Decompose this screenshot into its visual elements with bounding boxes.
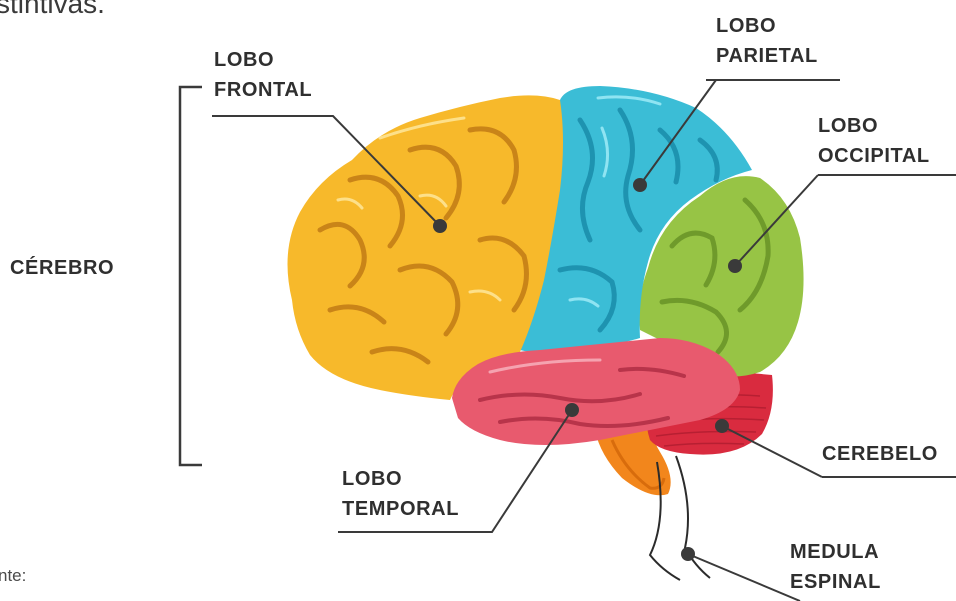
label-cerebelo: CEREBELO [822,439,938,469]
label-lobo-occipital-line2: OCCIPITAL [818,141,930,171]
label-lobo-frontal: LOBO FRONTAL [214,45,312,105]
label-medula-espinal-line1: MEDULA [790,537,881,567]
cerebro-bracket [180,87,202,465]
label-lobo-frontal-line2: FRONTAL [214,75,312,105]
label-lobo-temporal: LOBO TEMPORAL [342,464,459,524]
leader-medula [688,554,800,601]
label-lobo-occipital: LOBO OCCIPITAL [818,111,930,171]
label-lobo-temporal-line1: LOBO [342,464,459,494]
dot-temporal [565,403,579,417]
source-caption-fragment: nte: [0,566,26,586]
label-cerebro: CÉREBRO [10,253,114,283]
label-cerebro-text: CÉREBRO [10,253,114,283]
label-lobo-parietal: LOBO PARIETAL [716,11,818,71]
label-medula-espinal-line2: ESPINAL [790,567,881,597]
spinal-cord-right [676,456,710,578]
dot-occipital [728,259,742,273]
label-cerebelo-text: CEREBELO [822,439,938,469]
dot-parietal [633,178,647,192]
label-lobo-parietal-line2: PARIETAL [716,41,818,71]
dot-frontal [433,219,447,233]
label-lobo-temporal-line2: TEMPORAL [342,494,459,524]
dot-cerebelo [715,419,729,433]
label-lobo-parietal-line1: LOBO [716,11,818,41]
label-lobo-frontal-line1: LOBO [214,45,312,75]
dot-medula [681,547,695,561]
label-medula-espinal: MEDULA ESPINAL [790,537,881,597]
label-lobo-occipital-line1: LOBO [818,111,930,141]
